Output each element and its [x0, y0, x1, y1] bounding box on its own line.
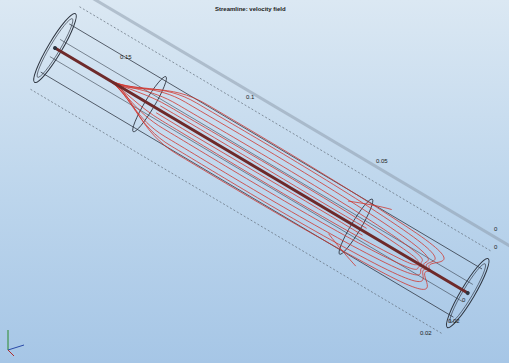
box-edge — [69, 24, 482, 269]
box-edge — [41, 72, 454, 317]
end-disc — [29, 10, 82, 86]
axis-tick-label: 0.02 — [448, 318, 460, 324]
end-disc — [441, 255, 494, 331]
axis-tick-label: 0 — [494, 244, 497, 250]
plot-title: Streamline: velocity field — [215, 6, 286, 12]
axis-tick-label: 0 — [494, 226, 497, 232]
end-point — [52, 45, 57, 50]
axis-tick-label: 0.02 — [420, 330, 432, 336]
end-disc — [33, 16, 76, 80]
axis-tick-label: 0 — [462, 297, 465, 303]
grid-line — [30, 89, 443, 334]
central-rod — [55, 48, 468, 293]
box-edge — [60, 39, 473, 284]
end-point — [465, 290, 470, 295]
axis-tick-label: 0.1 — [246, 94, 254, 100]
box-edge — [50, 57, 463, 302]
axis-tick-label: 0.15 — [120, 54, 132, 60]
axis-tick-label: 0.05 — [376, 158, 388, 164]
end-disc — [446, 261, 489, 325]
axis-triad — [8, 330, 24, 356]
grid-line — [80, 7, 493, 252]
